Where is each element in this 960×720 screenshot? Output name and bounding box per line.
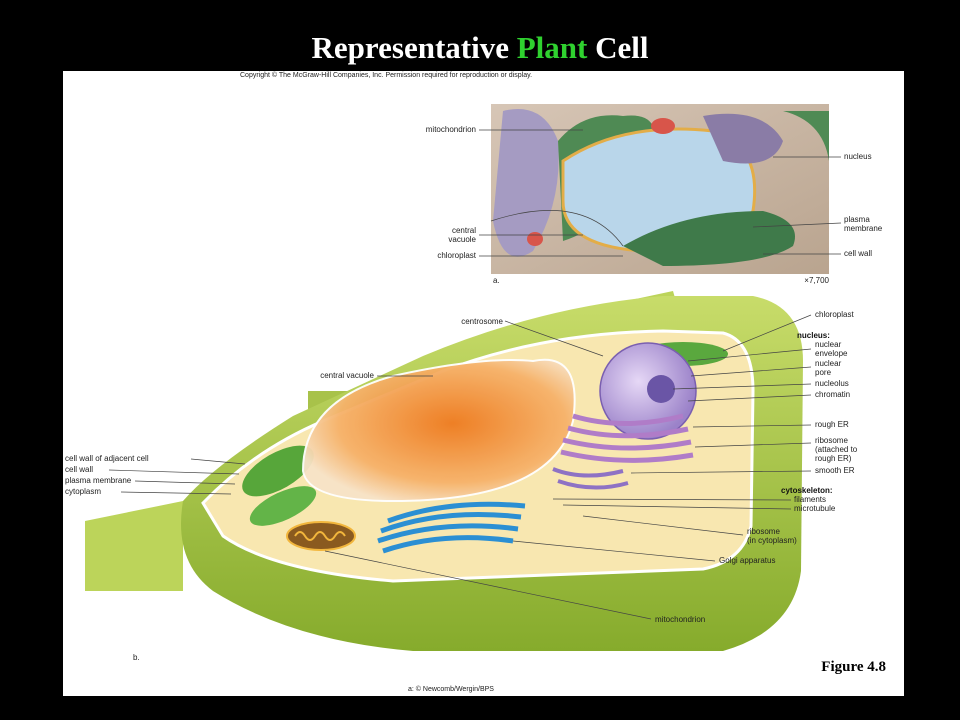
figure-panel: Copyright © The McGraw-Hill Companies, I…	[63, 71, 904, 696]
label-micro-mitochondrion: mitochondrion	[426, 125, 476, 134]
label-chloroplast: chloroplast	[815, 310, 854, 319]
micrograph-panel-letter: a.	[493, 276, 500, 285]
figure-label: Figure 4.8	[821, 659, 886, 675]
micrograph-nucleus-right	[703, 113, 783, 164]
cell-illustration	[85, 291, 803, 651]
micrograph-mitochondrion	[651, 118, 675, 134]
title-part-1: Representative	[311, 30, 517, 65]
label-cytoplasm: cytoplasm	[65, 487, 101, 496]
leader-mitochondrion	[324, 550, 652, 620]
label-plasma-membrane: plasma membrane	[65, 476, 132, 485]
label-ribosome-attached-2: (attached to	[815, 445, 858, 454]
label-micro-cell-wall: cell wall	[844, 249, 872, 258]
leader-ribosome-cyto	[582, 515, 744, 536]
mitochondrion	[286, 521, 356, 551]
label-mitochondrion: mitochondrion	[655, 615, 705, 624]
label-micro-vacuole-2: vacuole	[448, 235, 476, 244]
label-micro-nucleus: nucleus	[844, 152, 872, 161]
smooth-er	[552, 467, 629, 490]
chloroplast-left	[242, 445, 314, 497]
image-credit: a: © Newcomb/Wergin/BPS	[408, 685, 494, 693]
leader-nucleolus	[672, 383, 812, 390]
central-vacuole	[301, 358, 576, 503]
slide-title: Representative Plant Cell	[0, 28, 960, 68]
label-micro-vacuole-1: central	[452, 226, 476, 235]
label-micro-chloroplast: chloroplast	[437, 251, 476, 260]
micrograph-magnification: ×7,700	[804, 276, 829, 285]
plant-cell-figure: Copyright © The McGraw-Hill Companies, I…	[65, 71, 883, 693]
leader-cell-wall-adjacent	[190, 458, 246, 465]
label-ribosome-attached-3: rough ER)	[815, 454, 852, 463]
leader-chloroplast	[722, 314, 812, 352]
leader-cytoplasm	[120, 491, 232, 495]
label-nucleolus: nucleolus	[815, 379, 849, 388]
chloroplast-left-2	[249, 486, 317, 526]
label-microtubule: microtubule	[794, 504, 836, 513]
leader-nuclear-envelope	[687, 348, 812, 362]
label-chromatin: chromatin	[815, 390, 850, 399]
micrograph-chloroplast-bottom	[623, 211, 795, 266]
leader-micro-plasma-membrane	[752, 222, 842, 228]
leader-cell-wall	[108, 469, 240, 475]
leader-golgi	[512, 540, 716, 562]
label-micro-plasma-2: membrane	[844, 224, 883, 233]
leader-ribosome-attached	[694, 442, 812, 448]
label-filaments: filaments	[794, 495, 826, 504]
label-cell-wall-adjacent: cell wall of adjacent cell	[65, 454, 149, 463]
label-nucleus-heading: nucleus:	[797, 331, 830, 340]
label-nuclear-pore-2: pore	[815, 368, 832, 377]
label-ribosome-cyto-1: ribosome	[747, 527, 780, 536]
illustration-panel-letter: b.	[133, 653, 140, 662]
label-nuclear-pore-1: nuclear	[815, 359, 842, 368]
leader-chromatin	[687, 394, 812, 402]
label-ribosome-attached-1: ribosome	[815, 436, 848, 445]
leader-centrosome	[504, 320, 604, 357]
label-micro-plasma-1: plasma	[844, 215, 870, 224]
title-part-2: Cell	[587, 30, 649, 65]
copyright-text: Copyright © The McGraw-Hill Companies, I…	[240, 71, 532, 79]
rough-er	[560, 413, 694, 463]
label-central-vacuole: central vacuole	[320, 371, 374, 380]
mitochondrion-cristae	[294, 531, 346, 541]
label-cell-wall: cell wall	[65, 465, 93, 474]
micrograph-organelle	[527, 232, 543, 246]
micrograph-chloroplast-corner	[783, 111, 829, 161]
label-nuclear-envelope-1: nuclear	[815, 340, 842, 349]
adjacent-wall-left	[85, 501, 183, 591]
leader-nuclear-pore	[690, 366, 812, 377]
label-smooth-er: smooth ER	[815, 466, 855, 475]
micrograph-cell-wall	[490, 210, 624, 247]
leader-rough-er	[692, 424, 812, 428]
label-ribosome-cyto-2: (in cytoplasm)	[747, 536, 797, 545]
leader-filaments	[552, 498, 792, 501]
label-rough-er: rough ER	[815, 420, 849, 429]
label-golgi: Golgi apparatus	[719, 556, 775, 565]
label-cytoskeleton-heading: cytoskeleton:	[781, 486, 833, 495]
leader-smooth-er	[630, 470, 812, 474]
micrograph	[490, 104, 829, 274]
nucleolus	[647, 375, 675, 403]
micrograph-nucleus-left	[493, 109, 559, 257]
leader-plasma-membrane	[134, 480, 236, 485]
leader-microtubule	[562, 504, 792, 510]
label-centrosome: centrosome	[461, 317, 503, 326]
title-accent-word: Plant	[516, 30, 588, 65]
label-nuclear-envelope-2: envelope	[815, 349, 848, 358]
golgi-apparatus	[377, 501, 526, 554]
